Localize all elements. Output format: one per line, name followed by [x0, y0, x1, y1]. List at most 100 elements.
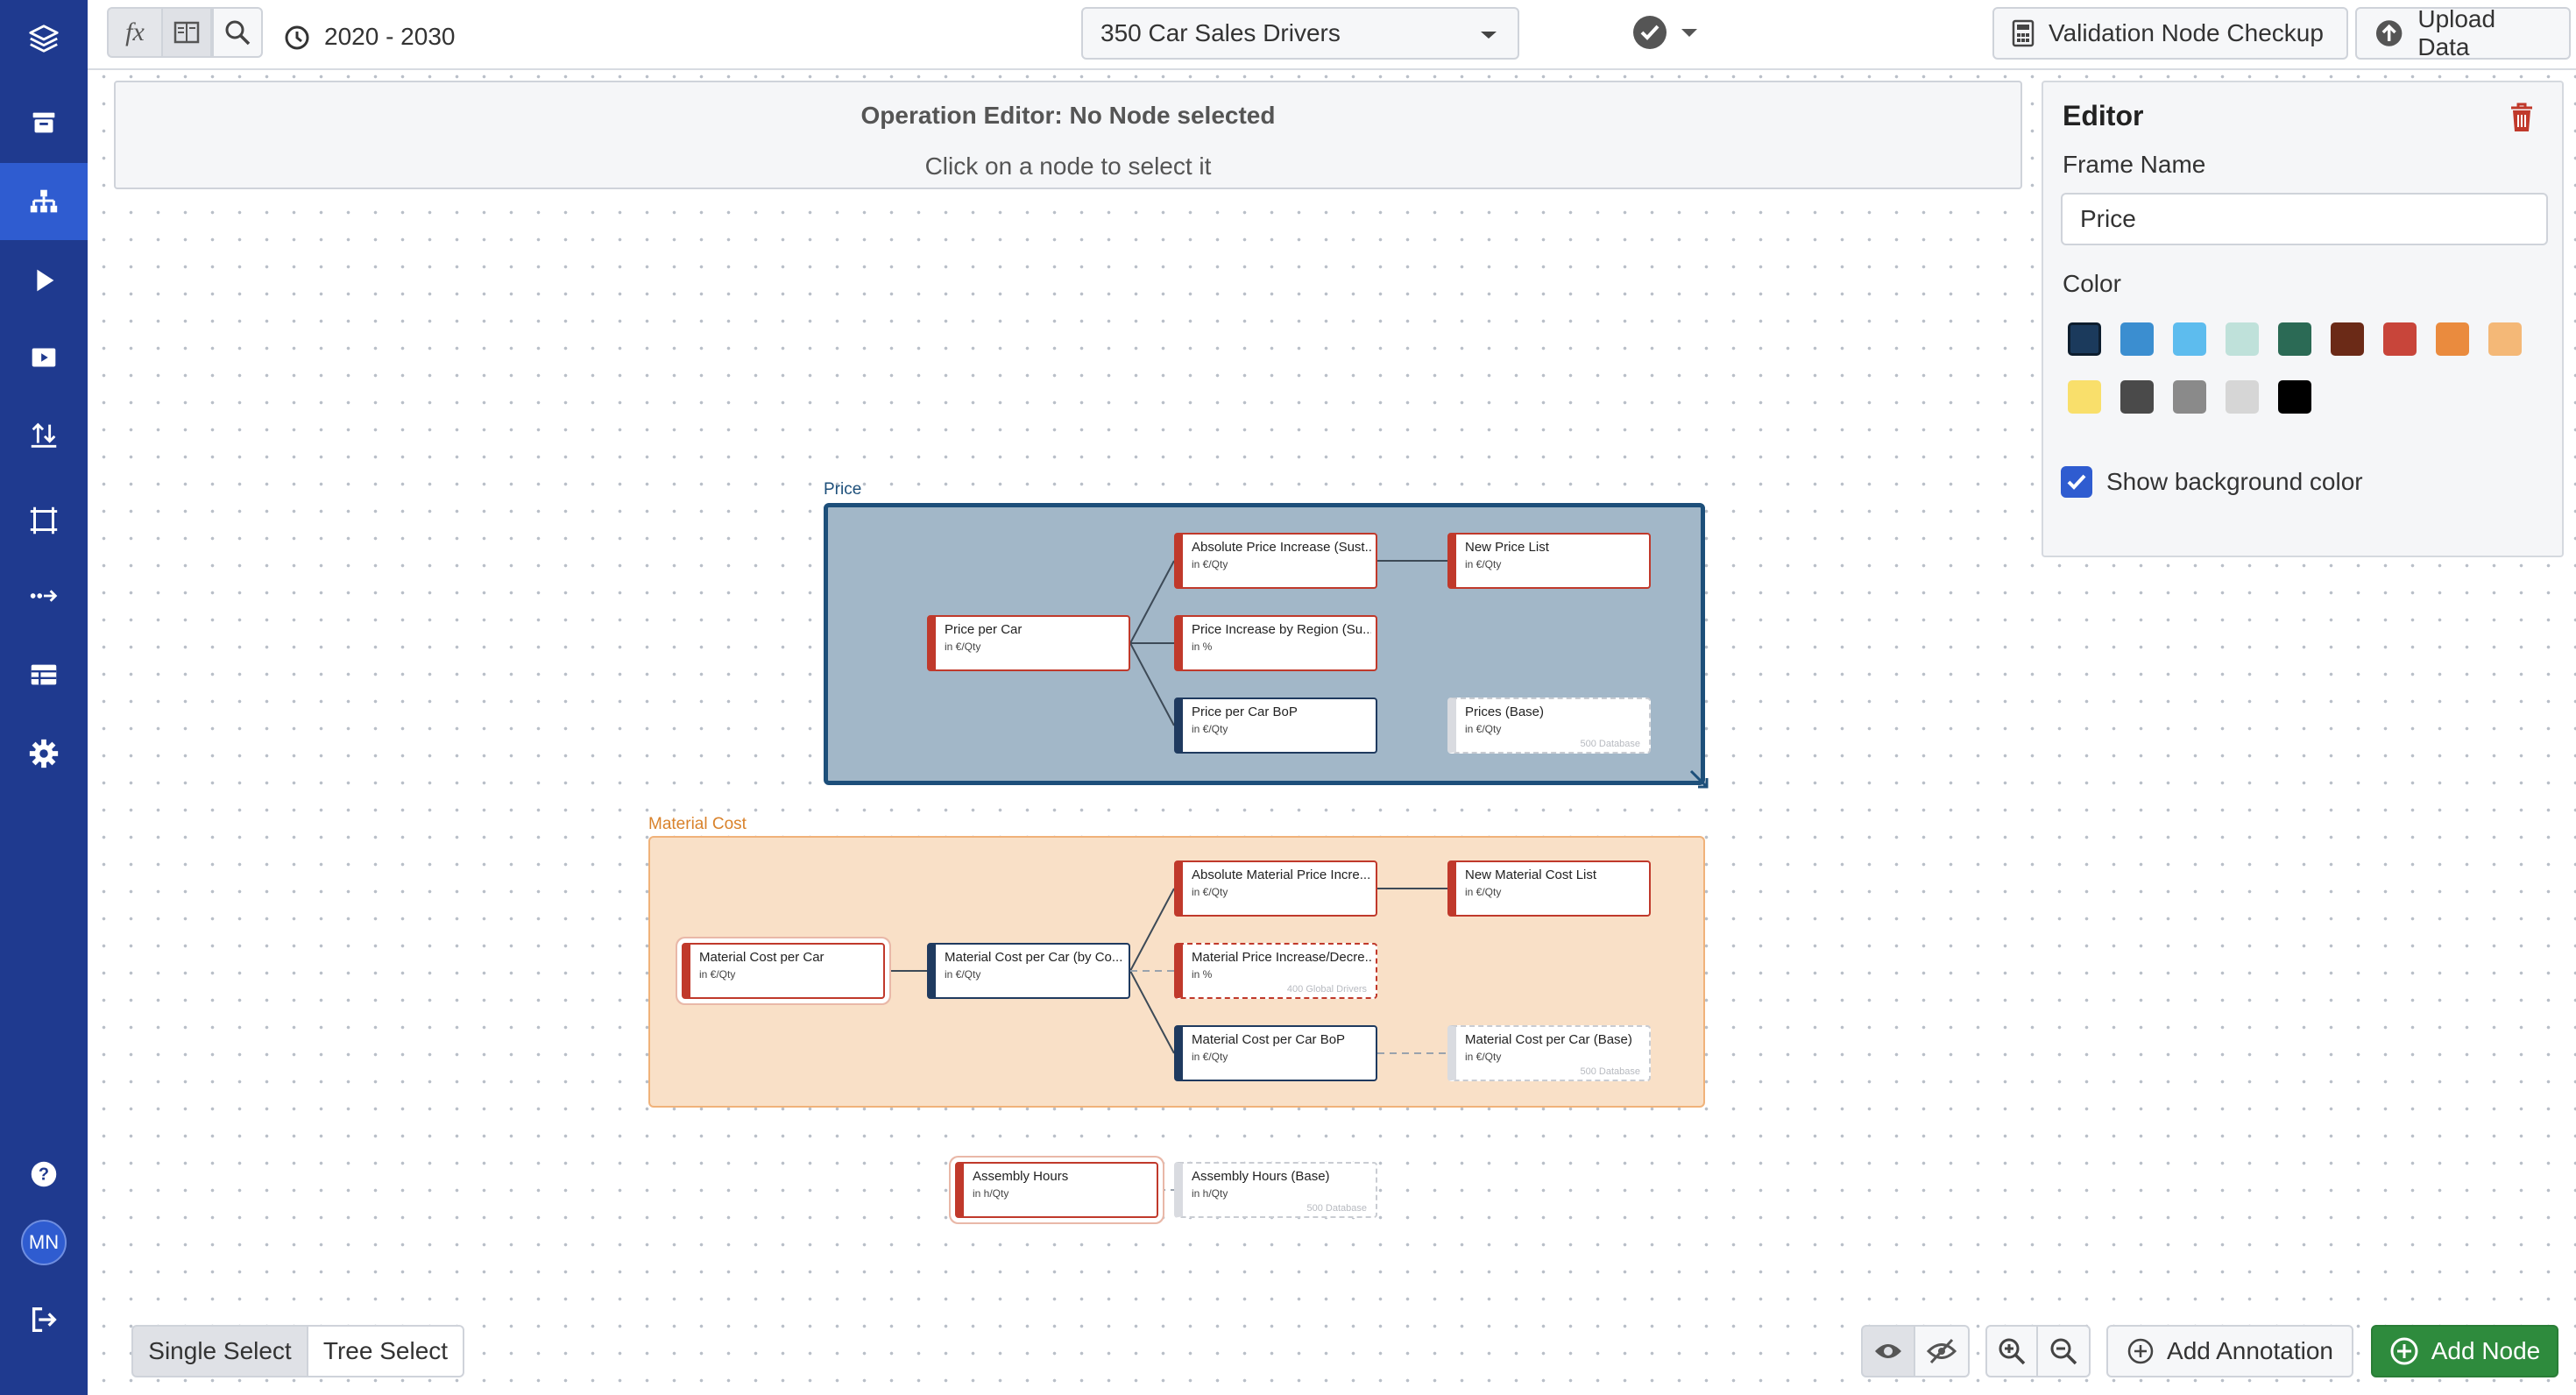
node-material-price-increase[interactable]: Material Price Increase/Decre... in % 40… — [1174, 943, 1377, 999]
formula-toggle-button[interactable]: fx — [107, 7, 161, 58]
node-unit: in €/Qty — [1465, 558, 1502, 570]
table-icon[interactable] — [0, 636, 88, 713]
color-label: Color — [2063, 270, 2121, 297]
node-unit: in % — [1192, 641, 1213, 653]
panel-toggle-button[interactable] — [161, 7, 212, 58]
node-assembly-hours-base[interactable]: Assembly Hours (Base) in h/Qty 500 Datab… — [1174, 1162, 1377, 1218]
tree-select-button[interactable]: Tree Select — [308, 1325, 464, 1377]
color-swatch[interactable] — [2068, 322, 2101, 356]
add-node-label: Add Node — [2431, 1337, 2541, 1364]
trash-icon[interactable] — [2508, 102, 2536, 133]
validation-node-checkup-button[interactable]: Validation Node Checkup — [1992, 7, 2348, 60]
frame-icon[interactable] — [0, 482, 88, 559]
color-swatch[interactable] — [2226, 322, 2259, 356]
date-range[interactable]: 2020 - 2030 — [324, 23, 456, 50]
color-swatch[interactable] — [2120, 322, 2154, 356]
color-swatch[interactable] — [2331, 322, 2364, 356]
hide-button[interactable] — [1915, 1325, 1970, 1377]
node-source-tag: 400 Global Drivers — [1286, 984, 1367, 995]
model-select-value: 350 Car Sales Drivers — [1100, 19, 1341, 46]
operation-editor-title: Operation Editor: No Node selected — [860, 102, 1276, 129]
node-unit: in h/Qty — [973, 1187, 1009, 1200]
node-assembly-hours[interactable]: Assembly Hours in h/Qty — [955, 1162, 1158, 1218]
color-swatch[interactable] — [2488, 322, 2522, 356]
layers-icon[interactable] — [0, 0, 88, 77]
node-unit: in €/Qty — [699, 968, 736, 981]
node-new-price-list[interactable]: New Price List in €/Qty — [1447, 533, 1651, 589]
node-unit: in €/Qty — [1465, 1051, 1502, 1063]
zoom-out-button[interactable] — [2038, 1325, 2091, 1377]
color-swatch[interactable] — [2383, 322, 2417, 356]
gear-icon[interactable] — [0, 715, 88, 792]
arrow-dots-icon[interactable] — [0, 557, 88, 634]
color-swatch[interactable] — [2173, 322, 2206, 356]
frame-label-price[interactable]: Price — [824, 480, 862, 499]
node-prices-base[interactable]: Prices (Base) in €/Qty 500 Database — [1447, 698, 1651, 754]
avatar[interactable]: MN — [21, 1220, 67, 1265]
node-material-cost-bop[interactable]: Material Cost per Car BoP in €/Qty — [1174, 1025, 1377, 1081]
node-absolute-price-increase[interactable]: Absolute Price Increase (Sust... in €/Qt… — [1174, 533, 1377, 589]
node-unit: in €/Qty — [945, 968, 981, 981]
node-material-cost-base[interactable]: Material Cost per Car (Base) in €/Qty 50… — [1447, 1025, 1651, 1081]
plus-circle-icon — [2390, 1337, 2418, 1365]
operation-editor-hint: Click on a node to select it — [924, 152, 1212, 180]
zoom-out-icon — [2050, 1338, 2077, 1365]
check-circle-icon — [1633, 16, 1667, 49]
video-icon[interactable] — [0, 319, 88, 396]
show-background-checkbox[interactable] — [2061, 466, 2092, 498]
eye-slash-icon — [1926, 1338, 1957, 1364]
eye-icon — [1875, 1344, 1901, 1358]
upload-sort-icon[interactable] — [0, 396, 88, 473]
color-swatch[interactable] — [2226, 380, 2259, 414]
node-new-material-cost-list[interactable]: New Material Cost List in €/Qty — [1447, 860, 1651, 917]
color-swatch[interactable] — [2278, 380, 2311, 414]
operation-editor: Operation Editor: No Node selected Click… — [114, 81, 2022, 189]
help-icon[interactable]: ? — [0, 1136, 88, 1213]
single-select-button[interactable]: Single Select — [131, 1325, 308, 1377]
node-title: Material Cost per Car (Base) — [1465, 1032, 1632, 1047]
model-select[interactable]: 350 Car Sales Drivers — [1081, 7, 1519, 60]
node-absolute-material-price-increase[interactable]: Absolute Material Price Incre... in €/Qt… — [1174, 860, 1377, 917]
node-unit: in €/Qty — [1465, 886, 1502, 898]
play-icon[interactable] — [0, 242, 88, 319]
color-swatch[interactable] — [2068, 380, 2101, 414]
sidebar: ? MN — [0, 0, 88, 1395]
formula-label: fx — [125, 18, 145, 46]
node-unit: in h/Qty — [1192, 1187, 1228, 1200]
color-swatch[interactable] — [2436, 322, 2469, 356]
caret-down-icon — [1681, 29, 1697, 37]
show-background-label: Show background color — [2106, 468, 2363, 495]
add-node-button[interactable]: Add Node — [2371, 1325, 2558, 1377]
svg-text:?: ? — [39, 1165, 49, 1185]
node-price-per-car-bop[interactable]: Price per Car BoP in €/Qty — [1174, 698, 1377, 754]
resize-handle-icon[interactable] — [1688, 768, 1712, 792]
add-annotation-label: Add Annotation — [2167, 1337, 2333, 1364]
validation-label: Validation Node Checkup — [2049, 19, 2324, 46]
node-price-increase-region[interactable]: Price Increase by Region (Su... in % — [1174, 615, 1377, 671]
color-swatch[interactable] — [2173, 380, 2206, 414]
color-swatch[interactable] — [2120, 380, 2154, 414]
node-price-per-car[interactable]: Price per Car in €/Qty — [927, 615, 1130, 671]
frame-label-material-cost[interactable]: Material Cost — [648, 815, 747, 833]
zoom-in-button[interactable] — [1985, 1325, 2038, 1377]
upload-data-button[interactable]: Upload Data — [2355, 5, 2571, 60]
sitemap-icon[interactable] — [0, 163, 88, 240]
node-title: Absolute Price Increase (Sust... — [1192, 540, 1371, 555]
node-title: Assembly Hours — [973, 1169, 1069, 1184]
frame-name-input[interactable] — [2061, 193, 2548, 245]
node-unit: in % — [1192, 968, 1213, 981]
checkmark-icon — [2067, 474, 2086, 490]
logout-icon[interactable] — [0, 1281, 88, 1358]
add-annotation-button[interactable]: Add Annotation — [2106, 1325, 2353, 1377]
color-swatch[interactable] — [2278, 322, 2311, 356]
node-material-cost-by-co[interactable]: Material Cost per Car (by Co... in €/Qty — [927, 943, 1130, 999]
node-unit: in €/Qty — [1192, 723, 1228, 735]
archive-icon[interactable] — [0, 84, 88, 161]
calculator-icon — [2012, 19, 2035, 47]
node-material-cost-per-car[interactable]: Material Cost per Car in €/Qty — [682, 943, 885, 999]
show-button[interactable] — [1861, 1325, 1915, 1377]
status-dropdown[interactable] — [1631, 14, 1702, 53]
node-title: New Material Cost List — [1465, 867, 1597, 882]
search-button[interactable] — [212, 7, 263, 58]
